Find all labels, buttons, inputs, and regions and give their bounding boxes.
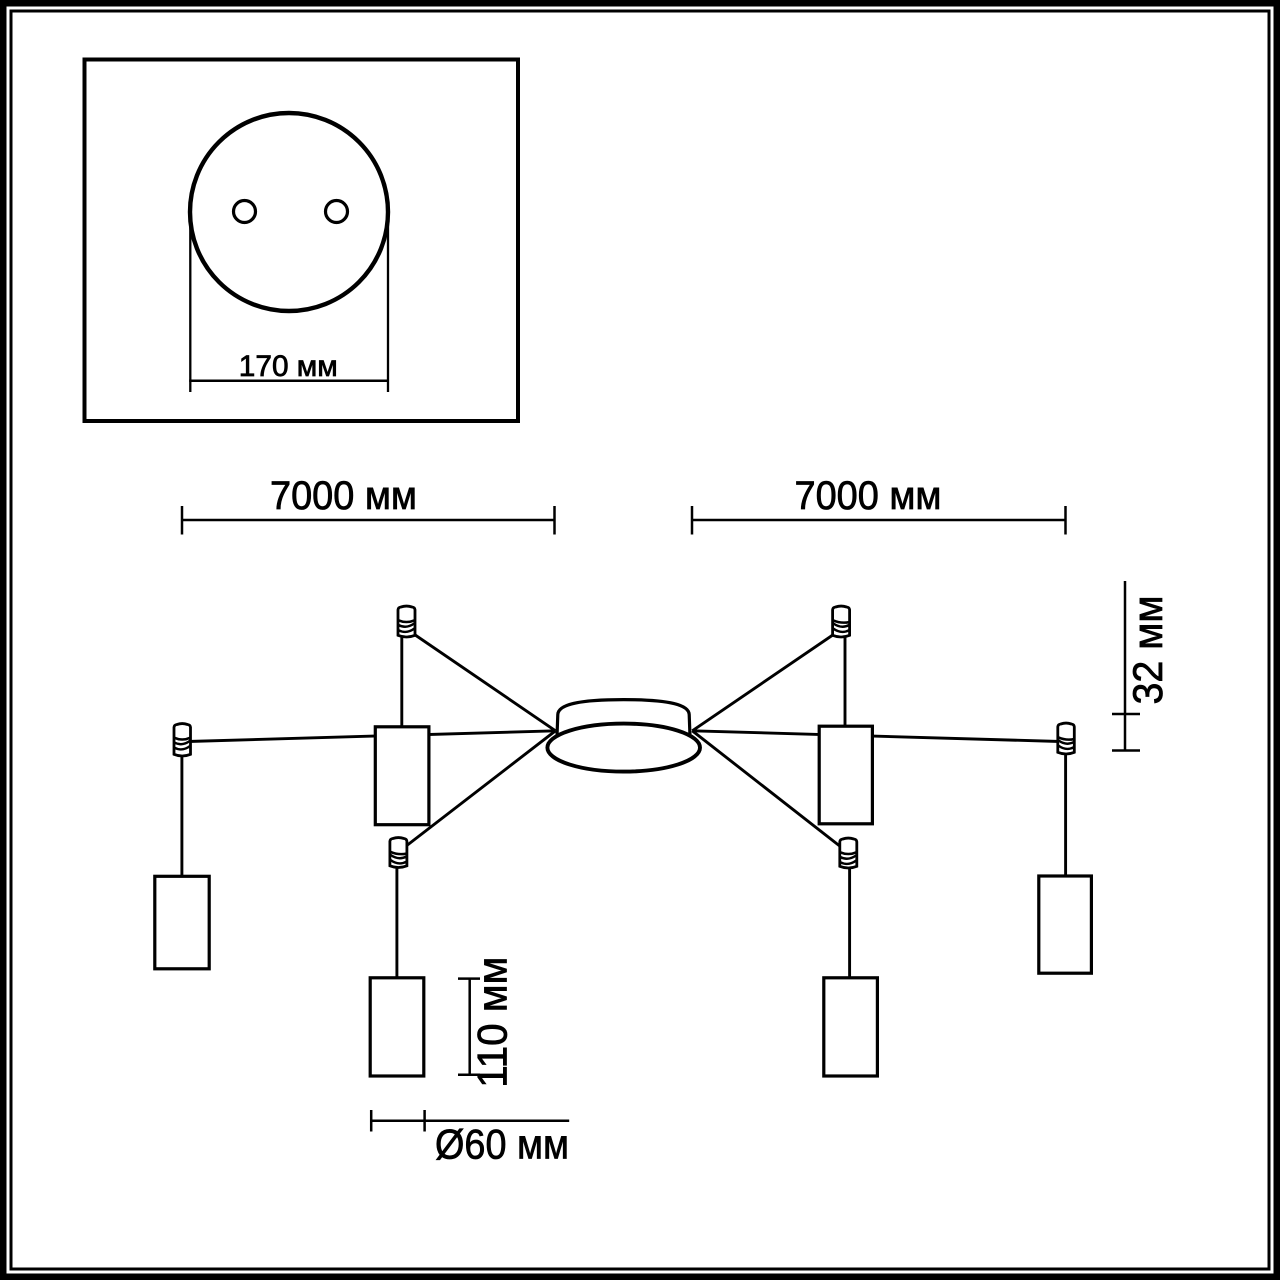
svg-text:Ø60 мм: Ø60 мм [435, 1121, 569, 1168]
svg-text:170 мм: 170 мм [239, 350, 338, 383]
svg-text:7000 мм: 7000 мм [795, 474, 942, 518]
svg-text:32 мм: 32 мм [1124, 596, 1171, 705]
svg-text:110 мм: 110 мм [469, 957, 516, 1088]
svg-text:7000 мм: 7000 мм [270, 474, 417, 518]
